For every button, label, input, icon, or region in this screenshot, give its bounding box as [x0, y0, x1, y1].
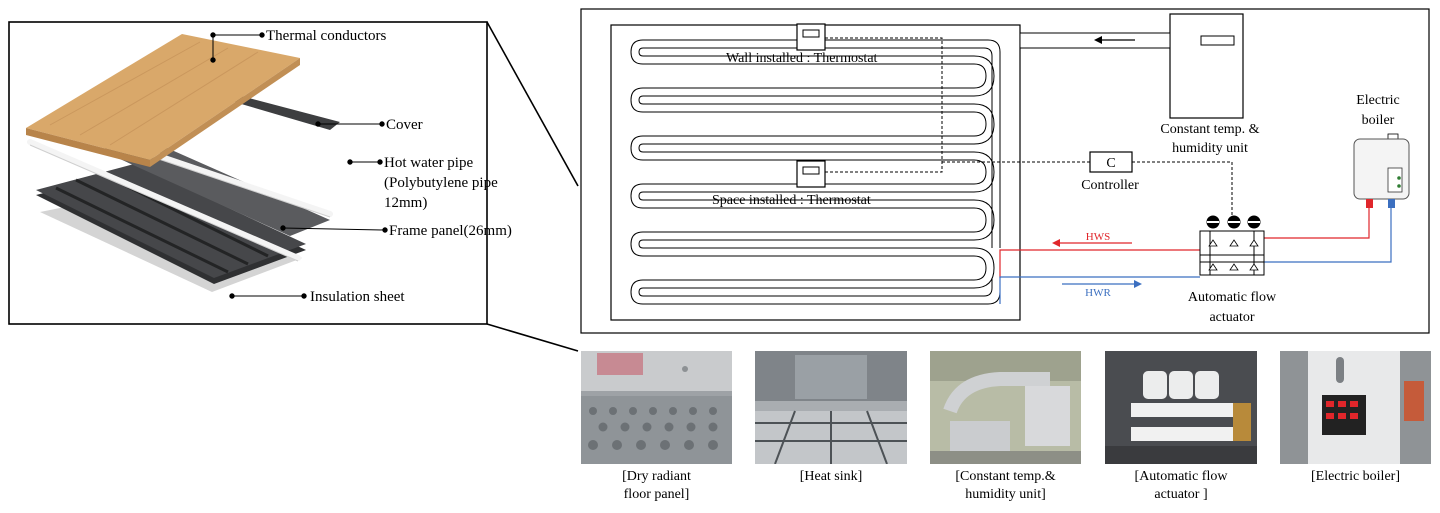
- label-boiler-1: Electric: [1356, 93, 1400, 108]
- label-wall-thermostat: Wall installed : Thermostat: [726, 51, 878, 66]
- controller-box: [1089, 151, 1133, 173]
- label-space-thermostat: Space installed : Thermostat: [712, 193, 871, 208]
- caption-automatic-flow-actuator: [Automatic flow actuator ]: [1105, 468, 1257, 504]
- duct-arrow: [1094, 36, 1102, 44]
- label-pipe-3: 12mm): [384, 195, 427, 211]
- hwr-arrow: [1134, 280, 1142, 288]
- caption-line: [Automatic flow: [1134, 469, 1228, 484]
- label-actuator-2: actuator: [1209, 310, 1254, 325]
- caption-dry-radiant-floor-panel: [Dry radiant floor panel]: [581, 468, 732, 504]
- hws-line: [999, 249, 1200, 278]
- signal-lines: [825, 37, 1233, 220]
- caption-electric-boiler: [Electric boiler]: [1280, 468, 1431, 486]
- zoom-line-top: [486, 21, 579, 187]
- hws-boiler-line: [1264, 208, 1370, 239]
- caption-line: floor panel]: [623, 487, 690, 502]
- label-hwr: HWR: [1085, 287, 1111, 299]
- label-cthu-2: humidity unit: [1172, 141, 1248, 156]
- space-thermostat: [796, 160, 826, 188]
- caption-constant-temp-humidity-unit: [Constant temp.& humidity unit]: [930, 468, 1081, 504]
- photo-automatic-flow-actuator: [1105, 351, 1257, 464]
- label-frame-panel: Frame panel(26mm): [389, 223, 512, 239]
- thermal-conductor-board: [26, 34, 300, 160]
- label-pipe-2: (Polybutylene pipe: [384, 175, 498, 191]
- photo-electric-boiler: [1280, 351, 1431, 464]
- hwr-line: [999, 276, 1200, 304]
- caption-line: actuator ]: [1154, 487, 1208, 502]
- wall-thermostat: [796, 23, 826, 51]
- caption-line: humidity unit]: [965, 487, 1046, 502]
- caption-heat-sink: [Heat sink]: [755, 468, 907, 486]
- caption-line: [Heat sink]: [799, 469, 863, 484]
- hws-arrow: [1052, 239, 1060, 247]
- label-thermal-conductors: Thermal conductors: [266, 28, 387, 44]
- label-actuator-1: Automatic flow: [1188, 290, 1277, 305]
- caption-line: [Constant temp.&: [955, 469, 1056, 484]
- schematic-frame: [580, 8, 1430, 334]
- exploded-leaders: [210, 32, 388, 299]
- hwr-boiler-line: [1264, 208, 1392, 263]
- electric-boiler: [1353, 133, 1410, 208]
- cthu-box: [1169, 13, 1244, 119]
- controller-symbol: C: [1106, 156, 1115, 171]
- actuator-heads: [1206, 215, 1261, 271]
- caption-line: [Dry radiant: [622, 469, 691, 484]
- label-cover: Cover: [386, 117, 423, 133]
- floor-coil: [630, 39, 1001, 305]
- caption-line: [Electric boiler]: [1310, 469, 1400, 484]
- photo-dry-radiant-floor-panel: [581, 351, 732, 464]
- photo-heat-sink: [755, 351, 907, 464]
- label-cthu-1: Constant temp. &: [1160, 122, 1259, 137]
- label-insulation-sheet: Insulation sheet: [310, 289, 405, 305]
- zoom-line-bottom: [486, 323, 579, 352]
- label-pipe-1: Hot water pipe: [384, 155, 473, 171]
- label-boiler-2: boiler: [1362, 113, 1395, 128]
- label-controller: Controller: [1081, 178, 1139, 193]
- label-hws: HWS: [1086, 231, 1110, 243]
- photo-constant-temp-humidity-unit: [930, 351, 1081, 464]
